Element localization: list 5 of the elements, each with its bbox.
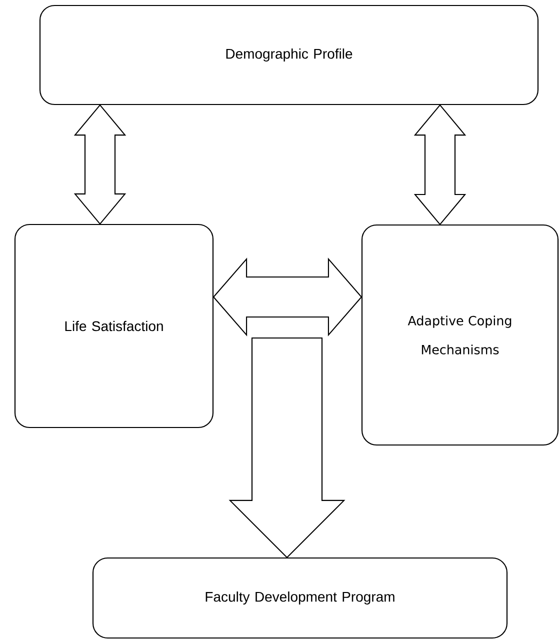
block-arrow	[228, 337, 346, 558]
process-box: Life Satisfaction	[14, 224, 214, 428]
process-box: Adaptive Coping Mechanisms	[361, 224, 559, 446]
process-box: Demographic Profile	[39, 4, 539, 106]
process-box: Faculty Development Program	[92, 557, 508, 639]
